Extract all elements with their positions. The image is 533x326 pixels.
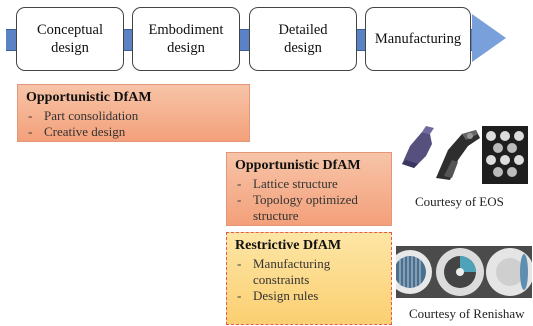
list-item: Topology optimized structure: [235, 192, 383, 224]
stage-conceptual-design: Conceptual design: [16, 7, 124, 71]
topology-bracket-shape: [436, 130, 480, 180]
ring-part-shape: [396, 250, 432, 294]
restrictive-dfam-box: Restrictive DfAM Manufacturing constrain…: [226, 232, 392, 325]
stage-label: Conceptual design: [36, 22, 104, 56]
list-item: Lattice structure: [235, 176, 383, 192]
ring-part-shape: [436, 248, 484, 296]
box-list: Manufacturing constraints Design rules: [235, 256, 383, 304]
ring-part-shape: [486, 248, 532, 296]
stage-manufacturing: Manufacturing: [365, 7, 471, 71]
renishaw-parts-image: [396, 246, 532, 298]
list-item: Creative design: [26, 124, 241, 140]
caption-renishaw: Courtesy of Renishaw: [409, 306, 525, 321]
caption-eos: Courtesy of EOS: [415, 194, 504, 209]
box-title: Opportunistic DfAM: [235, 158, 361, 173]
eos-parts-image: [402, 126, 528, 184]
box-title: Opportunistic DfAM: [26, 90, 152, 105]
list-item: Part consolidation: [26, 108, 241, 124]
stage-label: Embodiment design: [148, 22, 224, 56]
opportunistic-dfam-box-1: Opportunistic DfAM Part consolidation Cr…: [17, 84, 250, 142]
lattice-cube-shape: [482, 126, 528, 184]
consolidated-part-shape: [402, 126, 434, 168]
box-title: Restrictive DfAM: [235, 238, 342, 253]
stage-detailed-design: Detailed design: [249, 7, 357, 71]
box-list: Part consolidation Creative design: [26, 108, 241, 140]
opportunistic-dfam-box-2: Opportunistic DfAM Lattice structure Top…: [226, 152, 392, 226]
stage-embodiment-design: Embodiment design: [132, 7, 240, 71]
process-arrowhead: [472, 14, 506, 62]
stage-label: Detailed design: [278, 22, 328, 56]
box-list: Lattice structure Topology optimized str…: [235, 176, 383, 224]
list-item: Design rules: [235, 288, 383, 304]
stage-label: Manufacturing: [374, 31, 462, 47]
list-item: Manufacturing constraints: [235, 256, 383, 288]
